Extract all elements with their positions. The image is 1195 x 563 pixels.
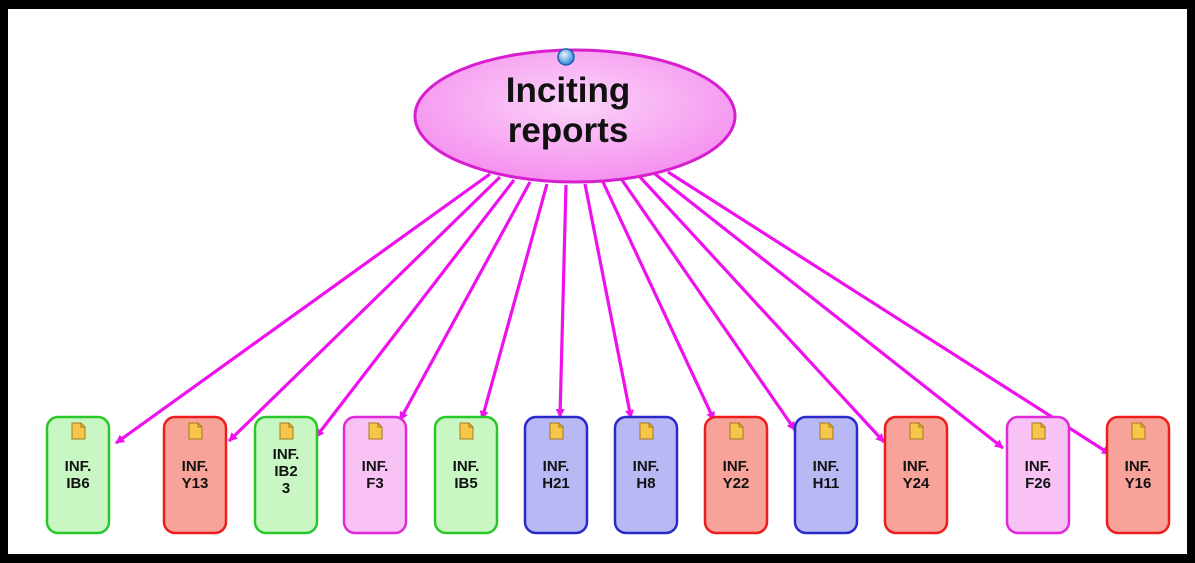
node-label-line-3: 3 <box>282 480 290 497</box>
node-label-line-2: F26 <box>1025 475 1051 492</box>
document-icon <box>1031 422 1046 440</box>
node-h21[interactable]: INF.H21 <box>523 415 589 535</box>
edge-to-h21 <box>555 184 568 418</box>
edge-to-y22 <box>601 181 716 421</box>
blue-circle-icon <box>557 48 575 66</box>
node-label-line-2: Y22 <box>723 475 750 492</box>
node-box <box>342 415 408 535</box>
node-label-line-1: INF. <box>903 458 930 475</box>
node-ib5[interactable]: INF.IB5 <box>433 415 499 535</box>
node-f3[interactable]: INF.F3 <box>342 415 408 535</box>
node-box <box>793 415 859 535</box>
node-label-line-1: INF. <box>633 458 660 475</box>
edge-to-h8 <box>583 183 634 419</box>
node-label-line-1: INF. <box>65 458 92 475</box>
node-label-line-1: INF. <box>723 458 750 475</box>
child-nodes-layer: INF.IB6INF.Y13INF.IB23INF.F3INF.IB5INF.H… <box>45 415 1171 535</box>
edge-to-ib5 <box>479 183 549 420</box>
node-box <box>433 415 499 535</box>
node-y16[interactable]: INF.Y16 <box>1105 415 1171 535</box>
node-h8[interactable]: INF.H8 <box>613 415 679 535</box>
document-icon <box>71 422 86 440</box>
node-label-line-1: INF. <box>273 446 300 463</box>
node-label-line-2: IB2 <box>274 463 297 480</box>
node-box <box>523 415 589 535</box>
node-label-line-1: INF. <box>453 458 480 475</box>
node-label-line-1: INF. <box>543 458 570 475</box>
document-icon <box>729 422 744 440</box>
edge-to-y24 <box>638 175 886 444</box>
node-label-line-2: H8 <box>636 475 655 492</box>
document-icon <box>909 422 924 440</box>
document-icon <box>368 422 383 440</box>
node-label-line-1: INF. <box>1125 458 1152 475</box>
edge-to-y16 <box>667 170 1111 456</box>
node-label-line-2: Y13 <box>182 475 209 492</box>
node-box <box>1105 415 1171 535</box>
edges-layer <box>115 170 1111 456</box>
edge-to-f26 <box>654 172 1004 450</box>
node-label-line-1: INF. <box>1025 458 1052 475</box>
root-ellipse <box>413 48 737 184</box>
edge-to-y13 <box>227 175 502 443</box>
node-f26[interactable]: INF.F26 <box>1005 415 1071 535</box>
document-icon <box>459 422 474 440</box>
document-icon <box>188 422 203 440</box>
edge-to-f3 <box>398 181 532 421</box>
node-label-line-1: INF. <box>182 458 209 475</box>
node-box <box>162 415 228 535</box>
node-label-line-2: H21 <box>542 475 570 492</box>
document-icon <box>279 422 294 440</box>
node-label-line-2: F3 <box>366 475 384 492</box>
node-label-line-2: IB6 <box>66 475 89 492</box>
node-y22[interactable]: INF.Y22 <box>703 415 769 535</box>
node-label-line-1: INF. <box>813 458 840 475</box>
root-title-line-2: reports <box>508 111 629 150</box>
node-label-line-2: IB5 <box>454 475 477 492</box>
document-icon <box>819 422 834 440</box>
root-node[interactable]: Inciting reports <box>413 48 737 184</box>
document-icon <box>639 422 654 440</box>
edge-to-ib6 <box>115 172 491 445</box>
node-box <box>883 415 949 535</box>
node-box <box>253 415 319 535</box>
node-h11[interactable]: INF.H11 <box>793 415 859 535</box>
node-box <box>45 415 111 535</box>
node-label-line-2: H11 <box>813 475 840 492</box>
root-title-line-1: Inciting <box>506 71 630 110</box>
document-icon <box>1131 422 1146 440</box>
node-y24[interactable]: INF.Y24 <box>883 415 949 535</box>
node-box <box>703 415 769 535</box>
edge-to-ib23 <box>314 179 516 438</box>
node-box <box>613 415 679 535</box>
document-icon <box>549 422 564 440</box>
node-label-line-2: Y24 <box>903 475 930 492</box>
node-box <box>1005 415 1071 535</box>
node-ib6[interactable]: INF.IB6 <box>45 415 111 535</box>
node-label-line-2: Y16 <box>1125 475 1152 492</box>
node-y13[interactable]: INF.Y13 <box>162 415 228 535</box>
node-label-line-1: INF. <box>362 458 389 475</box>
edge-to-h11 <box>620 179 797 431</box>
